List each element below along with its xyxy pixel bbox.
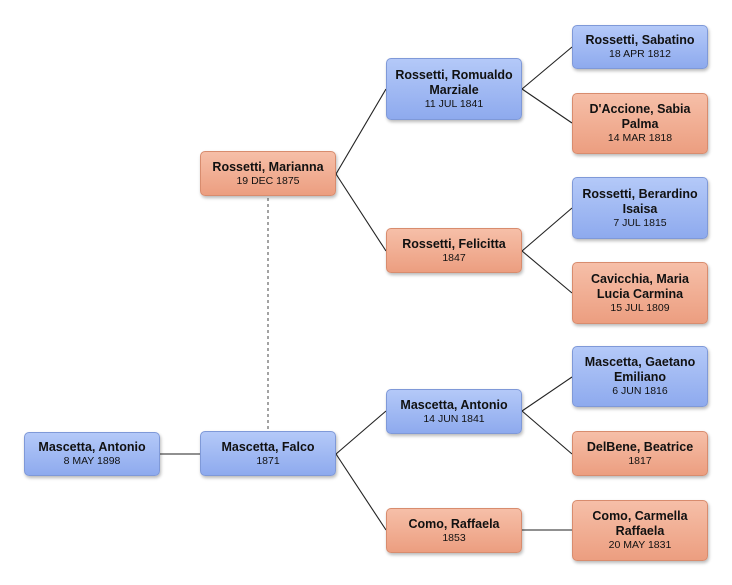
person-date: 7 JUL 1815 bbox=[613, 216, 667, 229]
person-node-maternal-grandmother[interactable]: Rossetti, Felicitta 1847 bbox=[386, 228, 522, 273]
person-date: 14 MAR 1818 bbox=[607, 132, 673, 144]
link-father-ff bbox=[335, 410, 387, 455]
link-mf-mfm bbox=[521, 88, 573, 124]
person-date: 1853 bbox=[442, 531, 466, 544]
person-node-paternal-grandmother[interactable]: Como, Raffaela 1853 bbox=[386, 508, 522, 553]
person-node-maternal-grandfather[interactable]: Rossetti, Romualdo Marziale 11 JUL 1841 bbox=[386, 58, 522, 120]
person-node-mother[interactable]: Rossetti, Marianna 19 DEC 1875 bbox=[200, 151, 336, 196]
person-date: 11 JUL 1841 bbox=[424, 97, 484, 110]
person-date: 19 DEC 1875 bbox=[236, 174, 300, 187]
person-name: Mascetta, Falco bbox=[221, 439, 315, 454]
link-mother-mf bbox=[335, 88, 387, 175]
person-node-mff[interactable]: Rossetti, Sabatino 18 APR 1812 bbox=[572, 25, 708, 69]
person-name: Cavicchia, Maria Lucia Carmina bbox=[591, 271, 689, 301]
person-node-ffm[interactable]: DelBene, Beatrice 1817 bbox=[572, 431, 708, 476]
person-date: 1871 bbox=[256, 454, 280, 467]
person-name: Rossetti, Berardino Isaisa bbox=[582, 186, 698, 216]
link-mm-mmm bbox=[521, 250, 573, 294]
person-date: 20 MAY 1831 bbox=[608, 539, 672, 551]
link-father-fm bbox=[335, 453, 387, 531]
person-date: 18 APR 1812 bbox=[609, 48, 671, 60]
person-node-mmm[interactable]: Cavicchia, Maria Lucia Carmina 15 JUL 18… bbox=[572, 262, 708, 324]
person-node-fff[interactable]: Mascetta, Gaetano Emiliano 6 JUN 1816 bbox=[572, 346, 708, 407]
link-mf-mff bbox=[521, 46, 573, 90]
person-node-mmf[interactable]: Rossetti, Berardino Isaisa 7 JUL 1815 bbox=[572, 177, 708, 239]
person-node-fmm[interactable]: Como, Carmella Raffaela 20 MAY 1831 bbox=[572, 500, 708, 561]
person-name: DelBene, Beatrice bbox=[586, 439, 694, 454]
person-node-father[interactable]: Mascetta, Falco 1871 bbox=[200, 431, 336, 476]
person-date: 8 MAY 1898 bbox=[63, 455, 121, 467]
person-date: 14 JUN 1841 bbox=[423, 412, 485, 425]
person-name: Rossetti, Marianna bbox=[212, 159, 324, 174]
person-date: 15 JUL 1809 bbox=[610, 301, 670, 314]
person-name: Mascetta, Antonio bbox=[38, 440, 146, 454]
person-date: 1847 bbox=[442, 251, 466, 264]
link-mm-mmf bbox=[521, 207, 573, 252]
person-name: Como, Carmella Raffaela bbox=[592, 509, 688, 538]
person-name: Rossetti, Felicitta bbox=[402, 236, 506, 251]
person-name: Rossetti, Romualdo Marziale bbox=[395, 67, 513, 97]
person-date: 6 JUN 1816 bbox=[612, 385, 668, 397]
person-name: Rossetti, Sabatino bbox=[585, 33, 695, 47]
person-name: D'Accione, Sabia Palma bbox=[589, 102, 691, 131]
link-ff-ffm bbox=[521, 410, 573, 455]
link-mother-mm bbox=[335, 173, 387, 252]
link-ff-fff bbox=[521, 376, 573, 412]
person-node-paternal-grandfather[interactable]: Mascetta, Antonio 14 JUN 1841 bbox=[386, 389, 522, 434]
person-name: Como, Raffaela bbox=[408, 516, 500, 531]
person-name: Mascetta, Antonio bbox=[400, 397, 508, 412]
person-node-mfm[interactable]: D'Accione, Sabia Palma 14 MAR 1818 bbox=[572, 93, 708, 154]
person-name: Mascetta, Gaetano Emiliano bbox=[584, 355, 696, 384]
person-node-root[interactable]: Mascetta, Antonio 8 MAY 1898 bbox=[24, 432, 160, 476]
person-date: 1817 bbox=[628, 454, 652, 467]
